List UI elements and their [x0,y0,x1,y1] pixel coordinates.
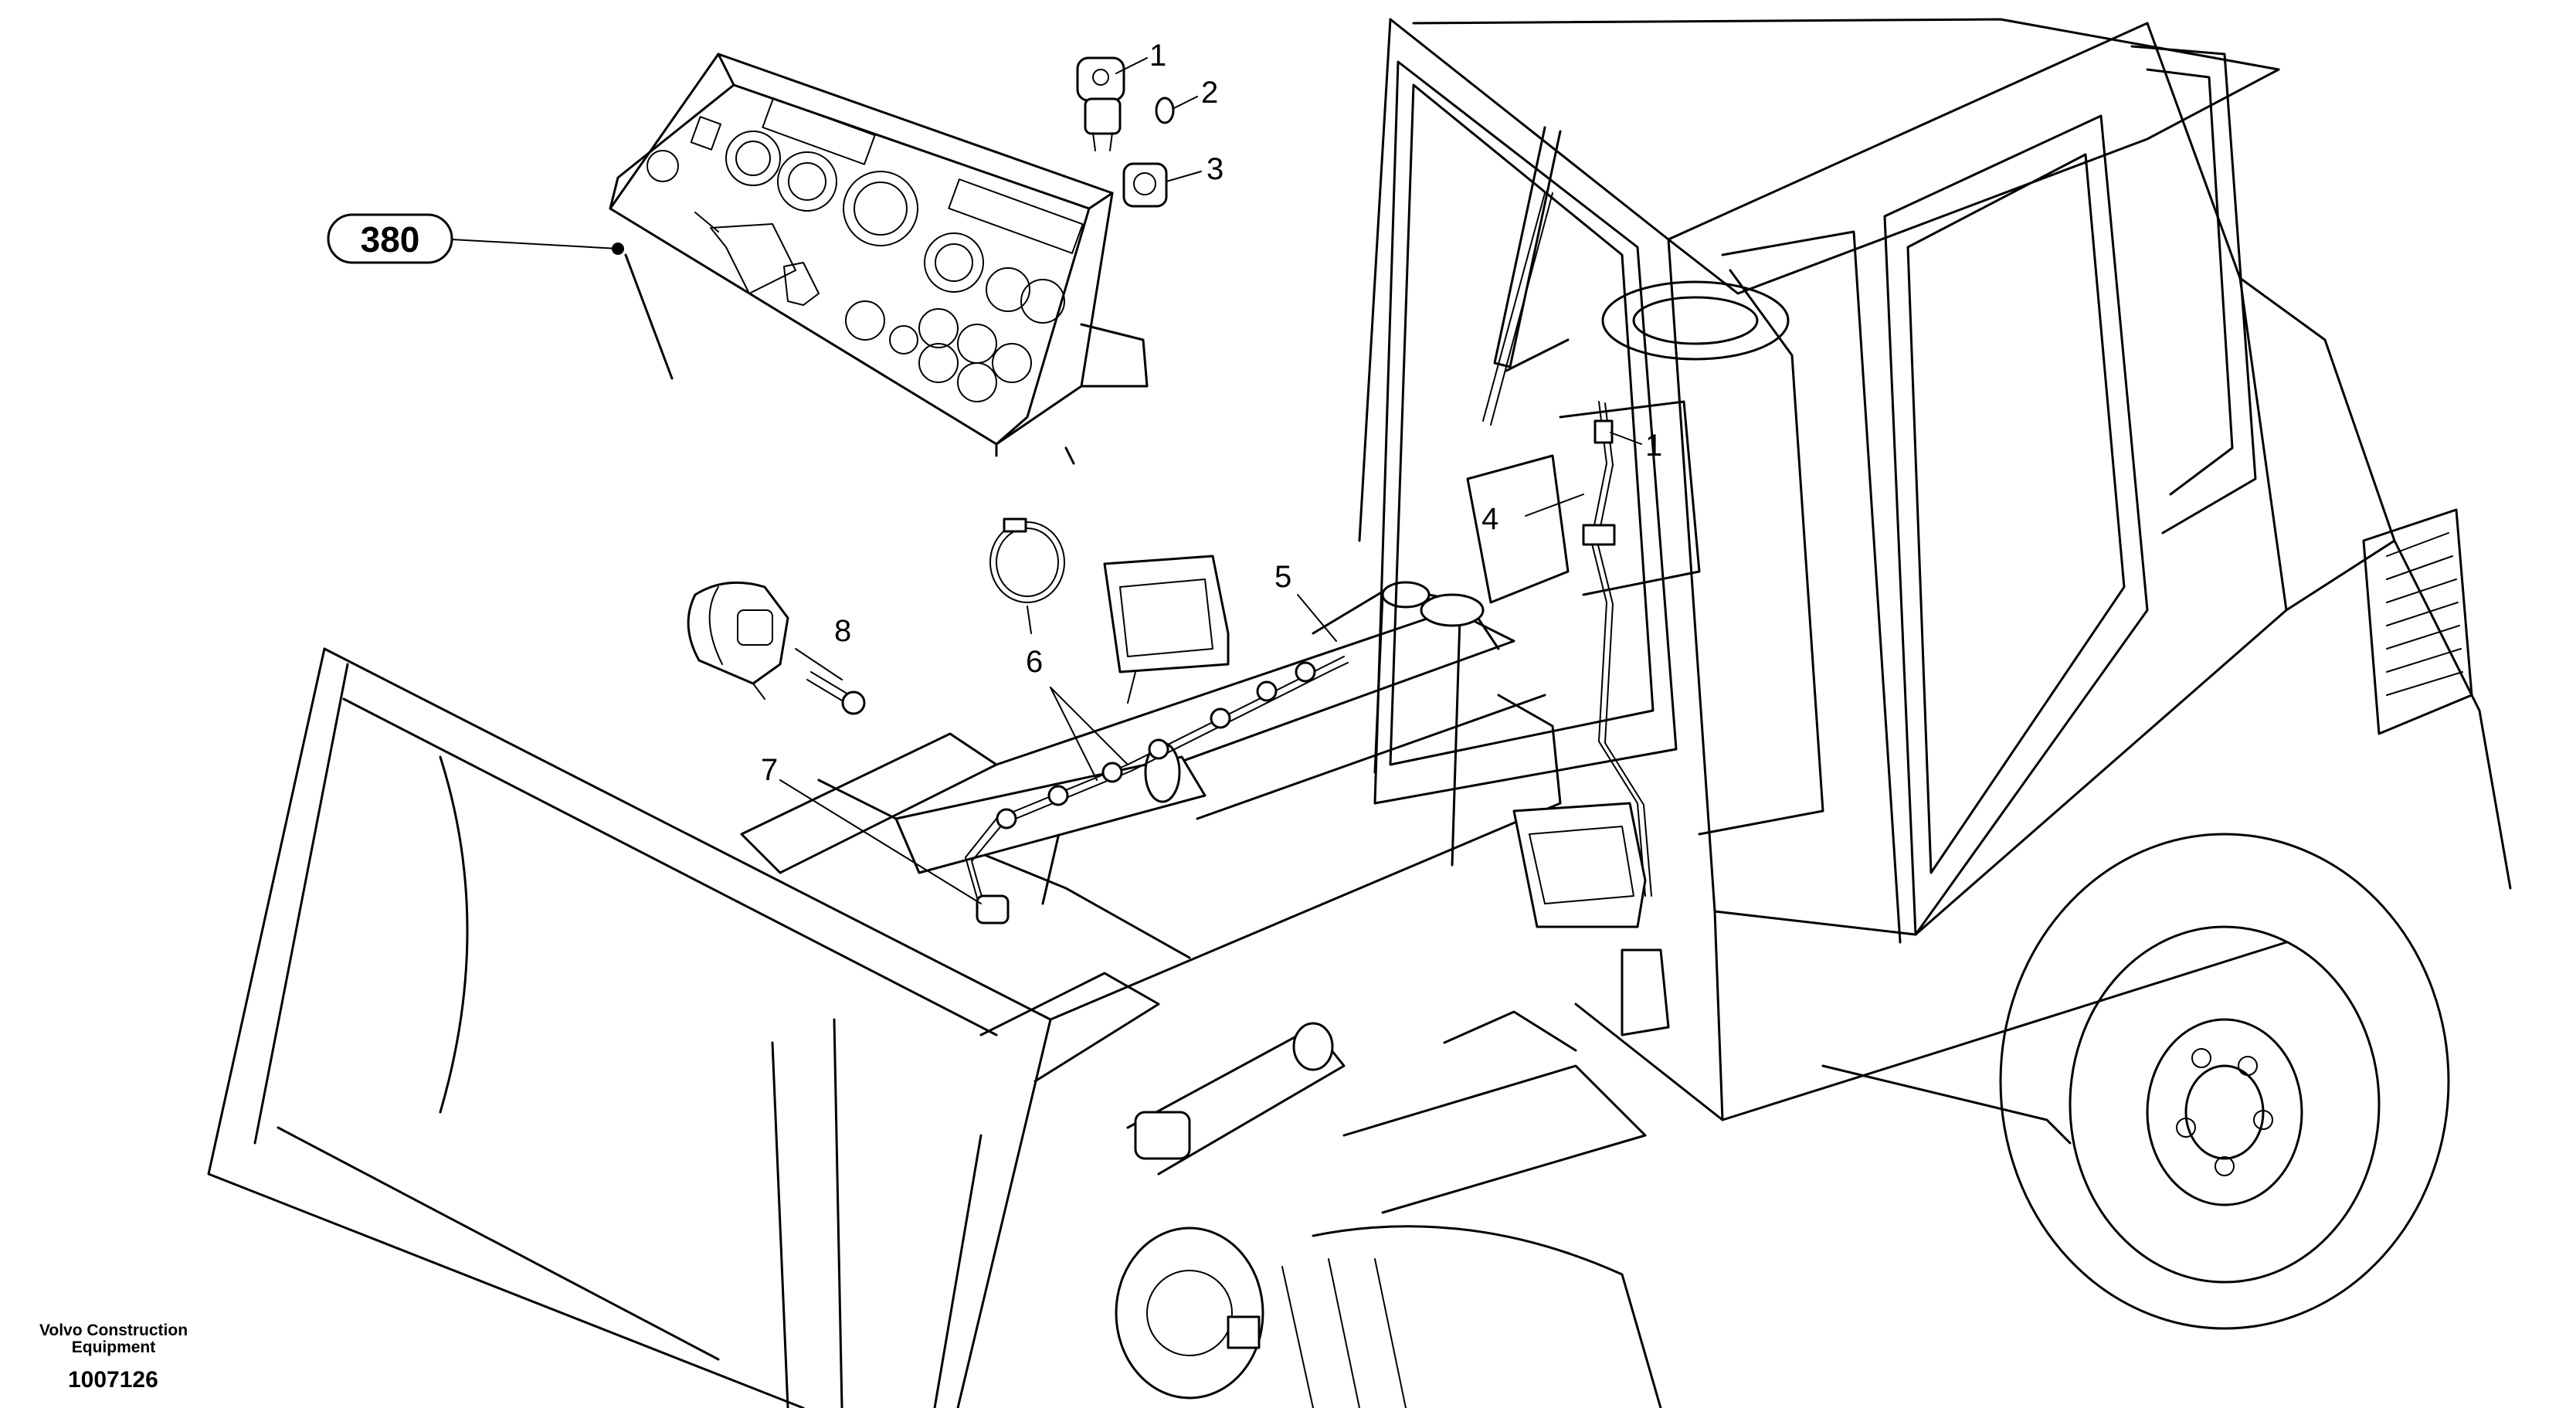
switch-part-1 [1076,56,1125,151]
brand-line-2: Equipment [71,1338,156,1356]
callout-1a: 1 [1149,39,1166,73]
callout-1b: 1 [1645,429,1662,463]
rear-wheel [1999,833,2450,1330]
brand-line-1: Volvo Construction [39,1321,188,1339]
brand-footer: Volvo Construction Equipment [25,1322,202,1356]
screw-part-8 [806,671,866,715]
engine-hood [1574,277,2512,1145]
front-work-light-left [1103,555,1230,704]
washer-part-2 [1155,97,1175,124]
wiring-harness [965,401,1652,925]
reference-badge-label: 380 [361,219,420,260]
callout-6: 6 [1026,645,1043,679]
callout-7: 7 [761,753,778,787]
lamp-housing-part-7 [687,581,789,700]
hose-clamp-part-6 [989,517,1065,603]
reference-badge [327,213,619,264]
front-work-light-right [1512,802,1670,1036]
bulb-part-3 [1122,162,1168,208]
callout-2: 2 [1201,76,1218,110]
callout-5: 5 [1274,560,1291,594]
lift-arm-assembly [740,581,1562,1176]
leader-lines [779,57,1642,904]
callout-8: 8 [834,614,851,648]
instrument-panel [609,53,1149,465]
callout-4: 4 [1481,502,1498,536]
front-axle [1115,1010,1662,1408]
callout-labels: 1 2 3 1 4 5 6 7 8 380 [361,39,1663,787]
document-number: 1007126 [68,1367,158,1393]
callout-3: 3 [1207,152,1224,186]
wiper [1482,126,1562,426]
bucket [207,647,1052,1408]
cab [1358,18,2288,944]
